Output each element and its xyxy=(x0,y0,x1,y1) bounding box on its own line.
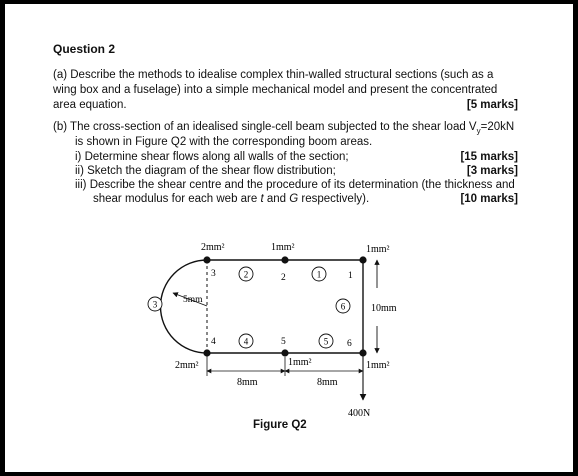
part-a-line-2: wing box and a fuselage) into a simple m… xyxy=(53,84,498,96)
part-a-line-3: area equation. xyxy=(53,99,127,111)
wall-label-6: 6 xyxy=(335,298,351,314)
wall-label-3: 3 xyxy=(147,296,163,312)
part-b-iii-line-2: shear modulus for each web are t and G r… xyxy=(93,193,370,205)
question-page: Question 2 (a) Describe the methods to i… xyxy=(5,4,573,472)
boom-2 xyxy=(281,256,289,264)
boom-1 xyxy=(359,256,367,264)
semicircular-web xyxy=(159,259,208,354)
area-bottom-right: 1mm² xyxy=(366,360,390,371)
svg-text:5: 5 xyxy=(324,337,329,347)
part-b-ii-text: ii) Sketch the diagram of the shear flow… xyxy=(75,165,336,177)
part-b-iii-marks: [10 marks] xyxy=(460,193,518,205)
wall-label-1: 1 xyxy=(311,266,327,282)
radius-label: 5mm xyxy=(183,295,203,305)
boom-label-2: 2 xyxy=(281,273,286,283)
area-top-mid: 1mm² xyxy=(271,242,295,253)
boom-label-4: 4 xyxy=(211,337,216,347)
wall-label-5: 5 xyxy=(318,333,334,349)
wall-label-4: 4 xyxy=(238,333,254,349)
svg-text:2: 2 xyxy=(244,270,249,280)
svg-text:1: 1 xyxy=(317,270,322,280)
boom-label-3: 3 xyxy=(211,269,216,279)
svg-text:4: 4 xyxy=(244,337,249,347)
part-a-line-1: (a) Describe the methods to idealise com… xyxy=(53,69,494,81)
part-b-i-marks: [15 marks] xyxy=(460,151,518,163)
boom-5 xyxy=(281,349,289,357)
svg-text:6: 6 xyxy=(341,302,346,312)
part-a-marks: [5 marks] xyxy=(466,99,518,111)
load-label: 400N xyxy=(348,408,370,419)
part-b-intro-line-1: (b) The cross-section of an idealised si… xyxy=(53,121,515,136)
boom-3 xyxy=(203,256,211,264)
svg-text:3: 3 xyxy=(153,300,158,310)
part-b-intro-line-2: is shown in Figure Q2 with the correspon… xyxy=(75,136,373,148)
part-b-i-text: i) Determine shear flows along all walls… xyxy=(75,151,349,163)
boom-label-5: 5 xyxy=(281,337,286,347)
boom-label-6: 6 xyxy=(347,339,352,349)
area-top-right: 1mm² xyxy=(366,244,390,255)
area-bottom-mid: 1mm² xyxy=(288,357,312,368)
area-top-left: 2mm² xyxy=(201,242,225,253)
area-bottom-left: 2mm² xyxy=(175,360,199,371)
part-b-ii-marks: [3 marks] xyxy=(466,165,518,177)
wall-label-2: 2 xyxy=(238,266,254,282)
part-b-iii-line-1: iii) Describe the shear centre and the p… xyxy=(75,179,515,191)
right-width-label: 8mm xyxy=(317,377,338,388)
boom-label-1: 1 xyxy=(348,271,353,281)
figure-q2: 5mm 1 2 3 4 5 6 1 2 3 4 xyxy=(147,242,397,419)
radius-arrow xyxy=(172,292,208,307)
boom-4 xyxy=(203,349,211,357)
figure-caption: Figure Q2 xyxy=(253,419,307,431)
height-label: 10mm xyxy=(371,303,397,314)
left-width-label: 8mm xyxy=(237,377,258,388)
question-title: Question 2 xyxy=(53,42,116,56)
